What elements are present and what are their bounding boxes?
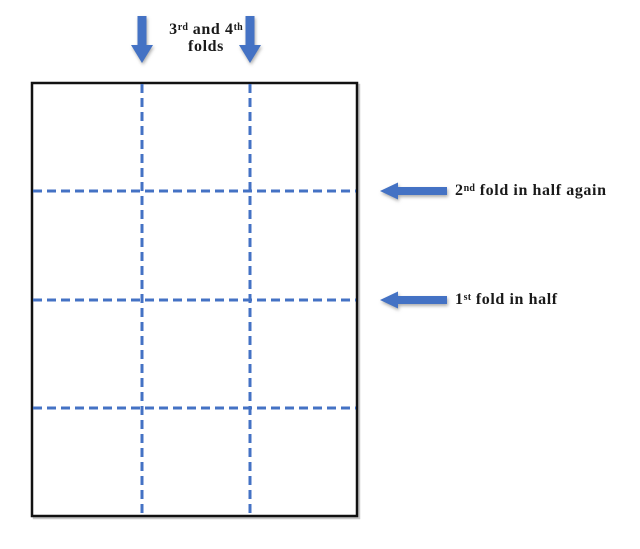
label-text: and 4	[188, 21, 234, 38]
down-arrow-right	[239, 16, 261, 63]
ordinal-superscript: th	[233, 21, 243, 33]
label-text: fold in half	[471, 291, 558, 308]
label-third-fourth-folds-line1: 3rd and 4th	[145, 21, 267, 38]
label-text: 2	[455, 182, 464, 199]
label-third-fourth-folds: 3rd and 4th folds	[145, 21, 267, 55]
fold-arrows	[131, 16, 447, 309]
label-text: fold in half again	[475, 182, 607, 199]
label-third-fourth-folds-line2: folds	[188, 38, 224, 55]
ordinal-superscript: st	[463, 291, 472, 303]
label-text: 3	[169, 21, 178, 38]
left-arrow-second-fold	[380, 182, 447, 200]
ordinal-superscript: rd	[177, 21, 189, 33]
left-arrow-first-fold	[380, 291, 447, 309]
label-second-fold: 2nd fold in half again	[455, 182, 607, 200]
label-text: 1	[455, 291, 464, 308]
label-first-fold: 1st fold in half	[455, 291, 558, 309]
ordinal-superscript: nd	[463, 182, 476, 194]
down-arrow-left	[131, 16, 153, 63]
fold-lines	[33, 84, 356, 515]
